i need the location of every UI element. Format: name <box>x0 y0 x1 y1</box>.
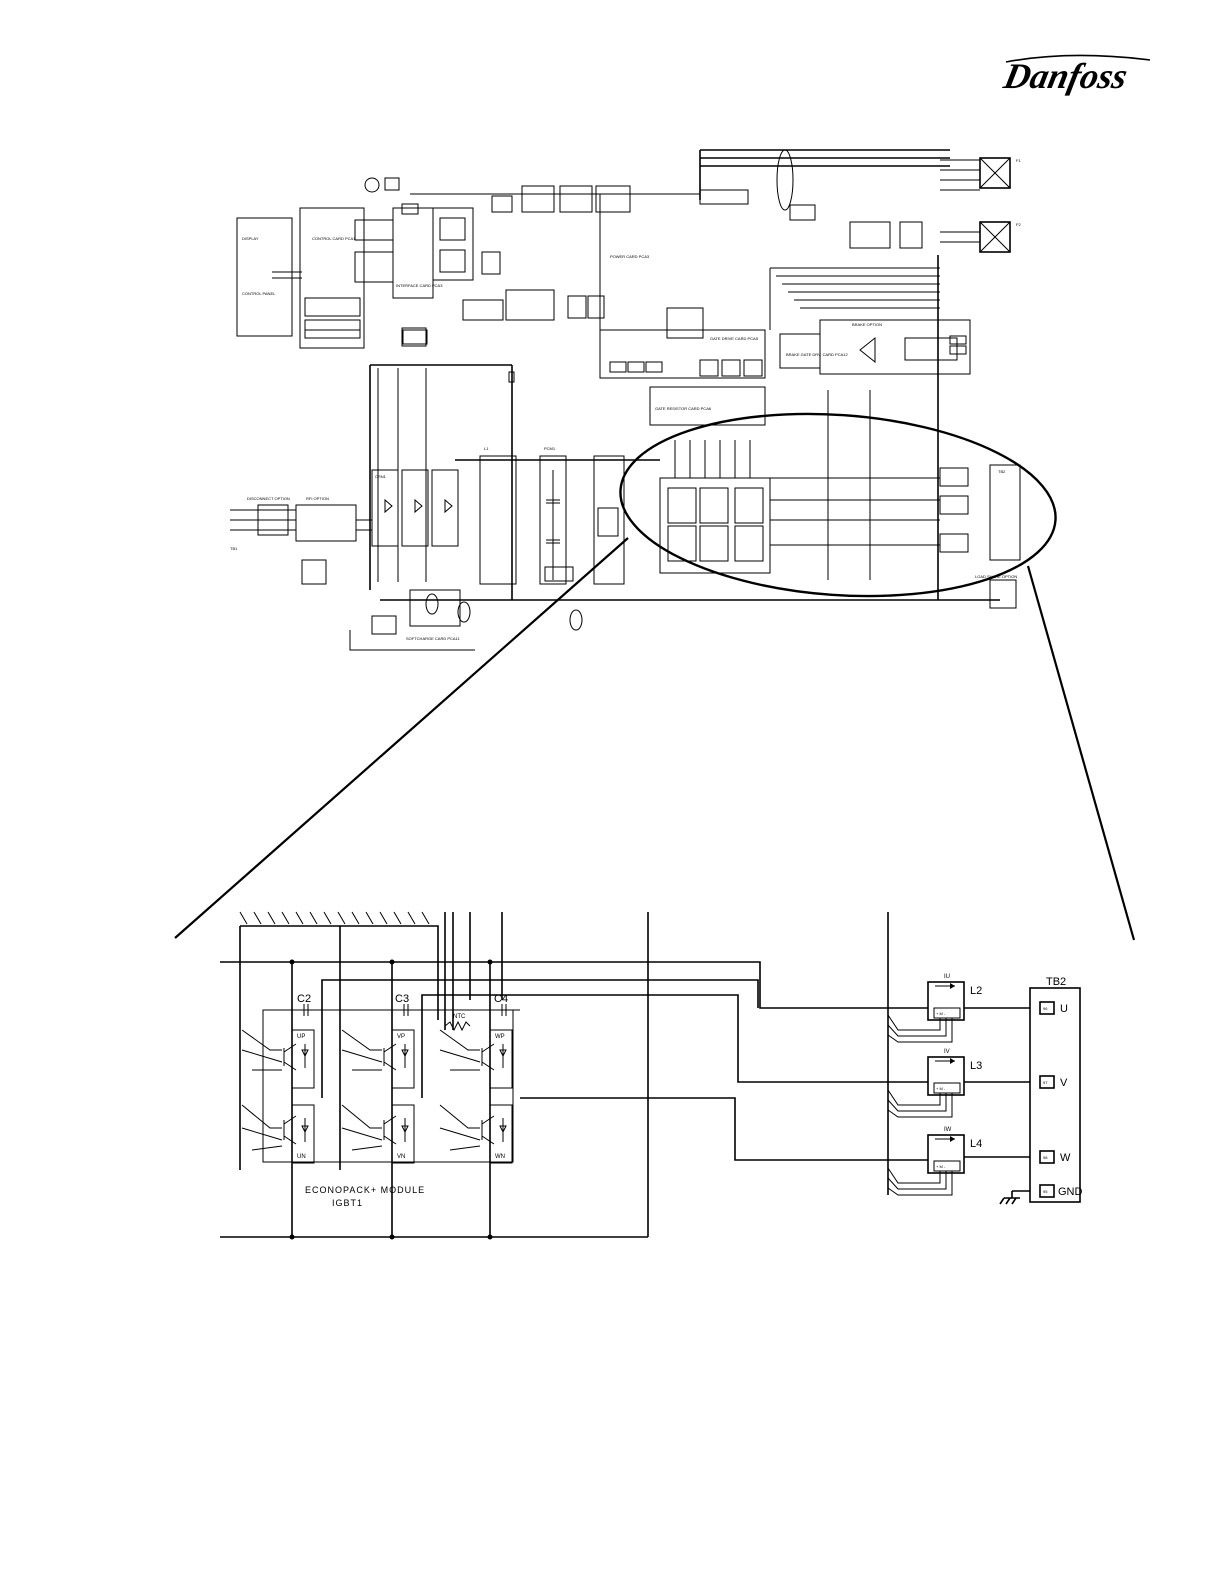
igbt-wp-label: WP <box>495 1034 505 1040</box>
danfoss-logo: Danfoss <box>1000 54 1151 96</box>
igbt-up: UP <box>241 1029 315 1089</box>
detail-schematic: C2 C3 C4 NTC UP VP WP <box>220 911 1083 1240</box>
terminal-gnd-label: GND <box>1058 1186 1083 1198</box>
igbt-vp: VP <box>341 1029 415 1089</box>
overview-schematic: DISPLAY CONTROL PANEL CONTROL CARD PCA1 … <box>230 149 1057 651</box>
terminal-w-label: W <box>1060 1152 1071 1164</box>
igbt-vn: VN <box>341 1104 415 1164</box>
igbt-wp: WP <box>439 1029 513 1089</box>
terminal-98-number: 98 <box>1043 1155 1048 1160</box>
gate-drive-card-box <box>599 329 766 379</box>
control-card-box <box>299 207 365 349</box>
sensor-iv-label: IV <box>944 1049 950 1055</box>
f2-label: F2 <box>1016 222 1021 227</box>
interface-card-label: INTERFACE CARD PCA3 <box>396 283 443 288</box>
control-card-label: CONTROL CARD PCA1 <box>312 236 356 241</box>
control-panel-label: CONTROL PANEL <box>242 291 276 296</box>
inductor-l3-label: L3 <box>970 1060 982 1072</box>
igbt-un: UN <box>241 1104 315 1164</box>
terminal-u-label: U <box>1060 1003 1068 1015</box>
terminal-95-number: 95 <box>1043 1189 1048 1194</box>
disconnect-option-label: DISCONNECT OPTION <box>247 496 290 501</box>
terminal-96: 96 U <box>1039 1001 1068 1015</box>
zoom-highlight-ellipse <box>619 412 1057 598</box>
sensor-iu-pins: + M - <box>936 1011 946 1016</box>
tb1-label: TB1 <box>230 546 238 551</box>
terminal-96-number: 96 <box>1043 1006 1048 1011</box>
igbt-vp-label: VP <box>397 1034 405 1040</box>
current-sensor-iw: IW L4 + M - <box>887 1127 982 1196</box>
terminal-97-number: 97 <box>1043 1080 1048 1085</box>
softcharge-card-label: SOFTCHARGE CARD PCA11 <box>406 636 460 641</box>
l1-label: L1 <box>484 446 489 451</box>
zoom-line-right <box>1026 565 1136 941</box>
current-sensor-iv: IV L3 + M - <box>887 1049 982 1118</box>
module-label-line1: ECONOPACK+ MODULE <box>305 1185 425 1195</box>
terminal-97: 97 V <box>1039 1075 1068 1089</box>
capacitor-c4-label: C4 <box>494 993 508 1005</box>
power-card-label: POWER CARD PCA3 <box>610 254 650 259</box>
module-label-line2: IGBT1 <box>332 1198 363 1208</box>
ground-hatch <box>239 911 430 925</box>
igbt-vn-label: VN <box>397 1154 405 1160</box>
zoom-line-left <box>174 537 629 939</box>
gate-resistor-card-label: GATE RESISTOR CARD PCA6 <box>655 406 712 411</box>
terminal-block-tb2 <box>1029 987 1081 1203</box>
crn1-label: CRN1 <box>375 474 387 479</box>
tb2-title: TB2 <box>1046 976 1066 988</box>
terminal-98: 98 W <box>1039 1150 1071 1164</box>
logo-text: Danfoss <box>1000 56 1131 96</box>
econopack-module-outline <box>262 1009 514 1163</box>
f1-label: F1 <box>1016 158 1021 163</box>
igbt-un-label: UN <box>297 1154 306 1160</box>
rfi-option-label: RFI OPTION <box>306 496 329 501</box>
gate-drive-card-label: GATE DRIVE CARD PCA5 <box>710 336 759 341</box>
sensor-iw-pins: + M - <box>936 1164 946 1169</box>
inductor-l4-label: L4 <box>970 1138 982 1150</box>
sensor-iu-label: IU <box>944 974 950 980</box>
display-label: DISPLAY <box>242 236 259 241</box>
ntc-resistor <box>444 1020 471 1032</box>
igbt-wn-label: WN <box>495 1154 505 1160</box>
capacitor-c3-label: C3 <box>395 993 409 1005</box>
tb2-small-label: TB2 <box>998 469 1006 474</box>
pcm1-label: PCM1 <box>544 446 556 451</box>
scr1-block <box>371 469 399 547</box>
inductor-l2-label: L2 <box>970 985 982 997</box>
igbt-wn: WN <box>439 1104 513 1164</box>
capacitor-c2-label: C2 <box>297 993 311 1005</box>
ntc-label: NTC <box>453 1014 466 1020</box>
sensor-iw-label: IW <box>944 1127 952 1133</box>
igbt-up-label: UP <box>297 1034 305 1040</box>
brake-option-label: BRAKE OPTION <box>852 322 882 327</box>
terminal-95: 95 GND <box>1039 1184 1083 1198</box>
sensor-iv-pins: + M - <box>936 1086 946 1091</box>
terminal-v-label: V <box>1060 1077 1068 1089</box>
brake-card-label: BRAKE GATE DRV. CARD PCA12 <box>786 352 849 357</box>
current-sensor-iu: IU L2 + M - <box>887 974 982 1043</box>
